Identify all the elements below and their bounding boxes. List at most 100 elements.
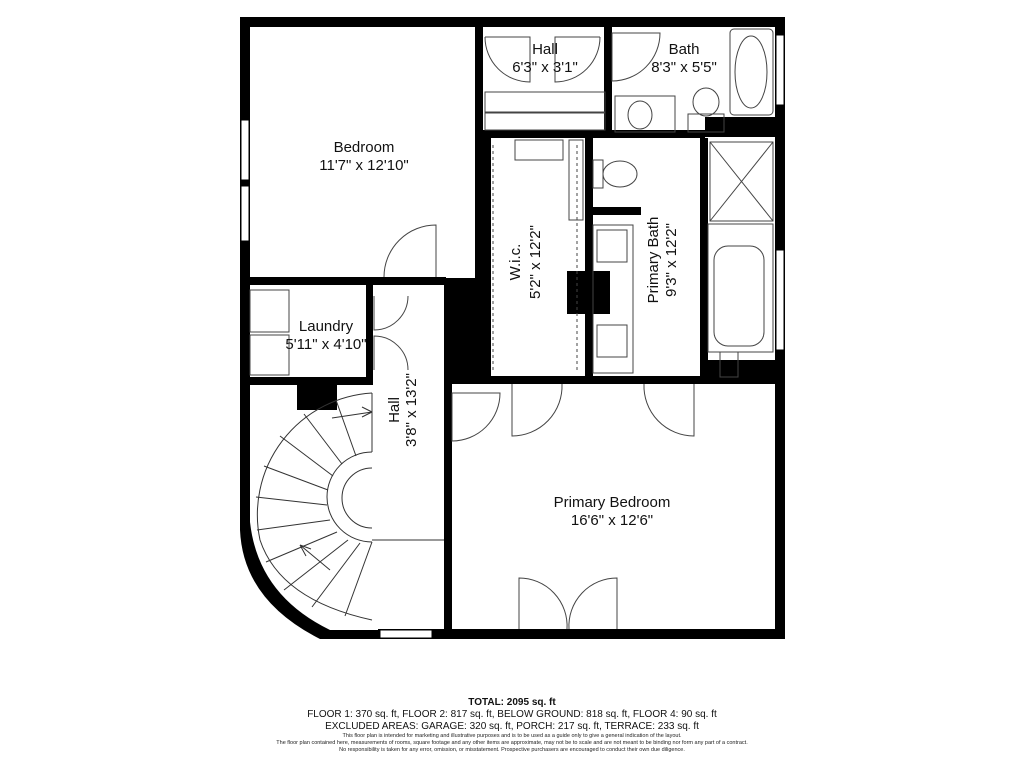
sink-icon	[627, 100, 653, 130]
wall-corner-bath	[700, 360, 785, 384]
room-name-primary-bath: Primary Bath	[645, 217, 662, 304]
wall-bedroom-right	[475, 27, 483, 285]
vanity	[592, 224, 634, 374]
doors	[373, 32, 695, 630]
window	[775, 34, 785, 106]
disclaimer-line: This floor plan is intended for marketin…	[342, 733, 682, 739]
door-swing	[568, 577, 618, 630]
wall-hall-bath-divider	[604, 27, 612, 137]
room-name-hall-vert: Hall	[386, 397, 403, 423]
room-dims-hall-top: 6'3" x 3'1"	[512, 59, 578, 76]
wall-laundry-right	[366, 285, 373, 385]
stair-inner-arc	[326, 451, 373, 543]
room-labels: Bedroom 11'7" x 12'10" Hall 6'3" x 3'1" …	[285, 41, 716, 529]
room-dims-bath: 8'3" x 5'5"	[651, 59, 717, 76]
sink-icon	[596, 324, 628, 358]
bathtub	[707, 223, 774, 353]
stair-landing	[341, 467, 373, 529]
spiral-stair	[255, 392, 444, 621]
window	[240, 119, 250, 181]
wall-bath-bottom	[705, 117, 775, 137]
excluded-areas: EXCLUDED AREAS: GARAGE: 320 sq. ft, PORC…	[325, 721, 699, 732]
room-dims-wic: 5'2" x 12'2"	[527, 225, 544, 299]
wall-wic-left	[483, 138, 491, 383]
door-swing	[554, 36, 601, 83]
washer	[249, 289, 290, 333]
door-swing	[383, 224, 437, 278]
vanity	[614, 95, 676, 133]
dryer	[249, 334, 290, 376]
room-name-bedroom: Bedroom	[334, 139, 395, 156]
wall-hall-vert-right	[444, 376, 452, 638]
toilet-tank	[687, 113, 725, 133]
window	[240, 185, 250, 242]
window	[379, 629, 433, 639]
wall-dark-column	[444, 278, 484, 383]
closet-shelf	[484, 112, 606, 131]
wall-hall-top-bottom	[483, 130, 705, 138]
room-name-bath: Bath	[669, 41, 700, 58]
room-dims-primary-bedroom: 16'6" x 12'6"	[571, 512, 653, 529]
total-area: TOTAL: 2095 sq. ft	[468, 697, 556, 708]
bathtub	[729, 28, 774, 116]
wall-wic-block	[567, 271, 610, 314]
closet-shelf	[484, 91, 606, 113]
wall-bedroom-bottom	[250, 277, 446, 285]
door-swing	[373, 335, 409, 371]
stair-tread	[303, 413, 343, 465]
windows	[240, 34, 785, 639]
door-swing	[484, 36, 531, 83]
stair-tread	[344, 541, 373, 617]
wall-mid-horizontal	[444, 376, 784, 384]
bathtub-basin	[713, 245, 765, 347]
stair-arrow	[299, 544, 331, 571]
disclaimer-line: The floor plan contained here, measureme…	[276, 740, 748, 746]
disclaimer-line: No responsibility is taken for any error…	[339, 747, 685, 753]
closet-box	[719, 351, 739, 378]
door-swing	[518, 577, 568, 630]
stair-tread	[335, 399, 357, 457]
door-swing	[511, 383, 563, 437]
door-swing	[451, 392, 501, 442]
shelf	[568, 139, 584, 221]
shower	[709, 141, 774, 222]
room-dims-laundry: 5'11" x 4'10"	[285, 336, 366, 353]
room-name-hall-top: Hall	[532, 41, 558, 58]
outer-wall-curve	[240, 455, 378, 639]
toilet-tank	[592, 159, 604, 189]
room-name-primary-bedroom: Primary Bedroom	[554, 494, 671, 511]
stair-tread	[255, 496, 328, 506]
room-dims-bedroom: 11'7" x 12'10"	[319, 157, 409, 174]
door-swing	[611, 32, 661, 82]
stair-tread	[263, 465, 329, 491]
stair-tread	[311, 542, 361, 608]
toilet-icon	[692, 87, 720, 117]
window	[775, 249, 785, 351]
shower-diagonal	[709, 141, 774, 222]
stair-tread	[283, 539, 349, 591]
stair-tread	[256, 519, 331, 531]
floor-areas: FLOOR 1: 370 sq. ft, FLOOR 2: 817 sq. ft…	[307, 709, 717, 720]
door-swing	[373, 295, 409, 331]
room-dims-primary-bath: 9'3" x 12'2"	[663, 223, 680, 297]
sink-icon	[596, 229, 628, 263]
stair-outer-arc	[256, 392, 373, 621]
room-name-laundry: Laundry	[299, 318, 354, 335]
room-name-wic: W.i.c.	[507, 244, 524, 281]
floor-plan: Bedroom 11'7" x 12'10" Hall 6'3" x 3'1" …	[240, 17, 785, 639]
door-swing	[643, 383, 695, 437]
stair-arrow	[331, 406, 373, 419]
wall-pbath-right	[700, 138, 708, 383]
fixtures	[249, 28, 774, 378]
floor-plan-footer: TOTAL: 2095 sq. ft FLOOR 1: 370 sq. ft, …	[0, 696, 1024, 754]
outer-wall-top	[240, 17, 784, 27]
bathtub-basin	[734, 35, 768, 109]
stair-tread	[279, 435, 334, 477]
wall-pbath-divider	[593, 207, 641, 215]
outer-wall-bottom	[378, 629, 785, 639]
room-dims-hall-vert: 3'8" x 13'2"	[403, 373, 420, 447]
wall-stair-corner	[297, 380, 337, 410]
wall-wic-right	[585, 138, 593, 383]
shelf	[514, 139, 564, 161]
toilet-icon	[602, 160, 638, 188]
